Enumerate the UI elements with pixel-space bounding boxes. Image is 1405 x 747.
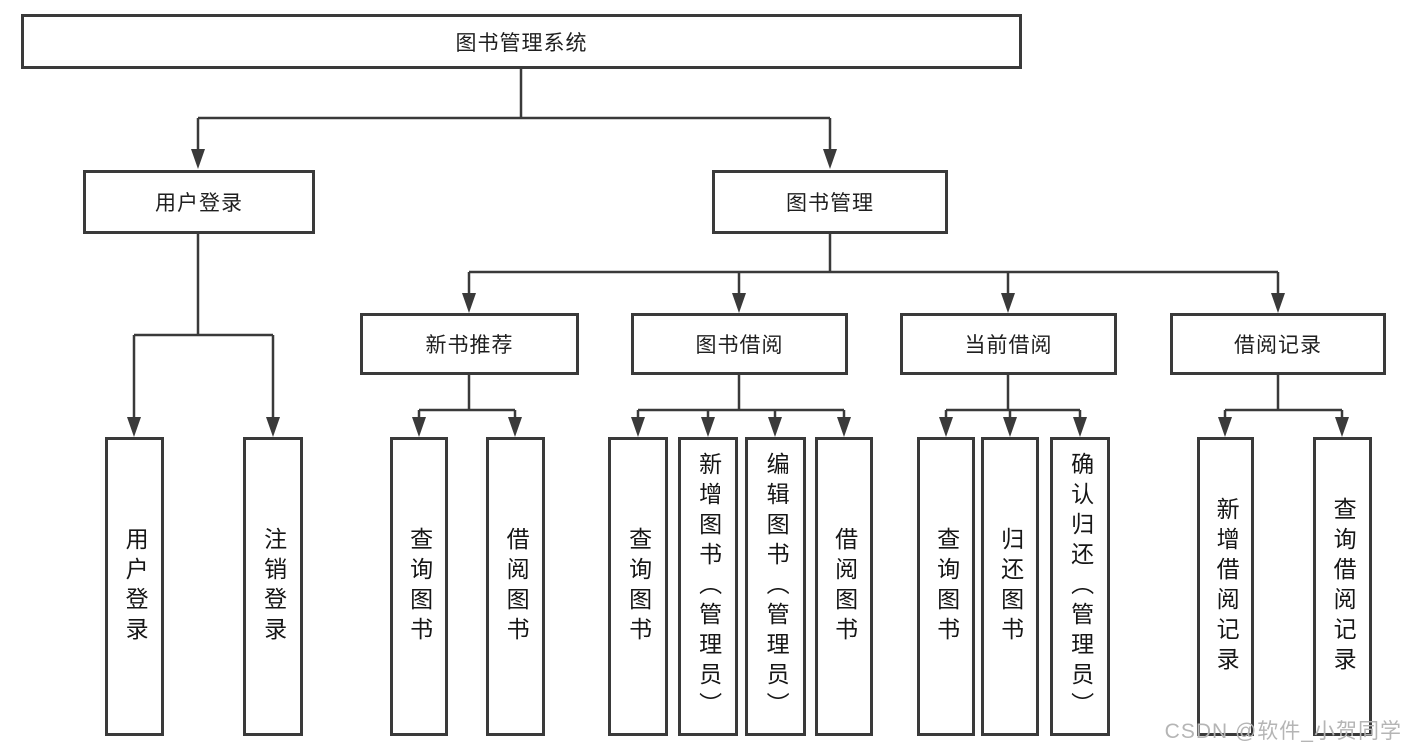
- arrow-icon: [1335, 417, 1349, 437]
- connector-bookborrow-leaves: [636, 375, 846, 421]
- arrow-icon: [939, 417, 953, 437]
- connector-newbook-leaves: [417, 375, 517, 421]
- leaf-edit-books-admin-label: 编辑图书（管理员）: [763, 451, 790, 722]
- leaf-query-borrow-record: 查询借阅记录: [1313, 437, 1372, 736]
- arrow-icon: [1003, 417, 1017, 437]
- connector-bookmgmt-level3: [467, 234, 1280, 296]
- leaf-query-books-borrow: 查询图书: [608, 437, 668, 736]
- connector-userlogin-leaves: [132, 234, 275, 420]
- node-new-book-recommend: 新书推荐: [360, 313, 579, 375]
- leaf-add-borrow-record: 新增借阅记录: [1197, 437, 1254, 736]
- node-current-borrow-label: 当前借阅: [964, 334, 1053, 357]
- arrow-icon: [1271, 293, 1285, 313]
- node-new-book-recommend-label: 新书推荐: [425, 334, 514, 357]
- node-book-management: 图书管理: [712, 170, 948, 234]
- watermark-text: CSDN @软件_小贺同学: [1164, 720, 1402, 743]
- connector-root-level2: [196, 69, 832, 152]
- arrow-icon: [768, 417, 782, 437]
- node-current-borrow: 当前借阅: [900, 313, 1117, 375]
- leaf-edit-books-admin: 编辑图书（管理员）: [745, 437, 806, 736]
- arrow-icon: [1073, 417, 1087, 437]
- leaf-borrow-books-label: 借阅图书: [831, 526, 858, 647]
- leaf-borrow-books: 借阅图书: [815, 437, 873, 736]
- node-book-borrow-label: 图书借阅: [695, 334, 784, 357]
- arrow-icon: [508, 417, 522, 437]
- leaf-add-books-admin-label: 新增图书（管理员）: [695, 451, 722, 722]
- leaf-confirm-return-admin-label: 确认归还（管理员）: [1067, 451, 1094, 722]
- leaf-user-login: 用户登录: [105, 437, 164, 736]
- arrow-icon: [412, 417, 426, 437]
- leaf-return-books: 归还图书: [981, 437, 1039, 736]
- connector-borrowrecords-leaves: [1223, 375, 1344, 421]
- node-root-label: 图书管理系统: [455, 31, 588, 55]
- leaf-query-books-recommend-label: 查询图书: [406, 526, 433, 647]
- arrow-icon: [127, 417, 141, 437]
- arrow-icon: [823, 149, 837, 169]
- leaf-query-books-current-label: 查询图书: [933, 526, 960, 647]
- leaf-add-borrow-record-label: 新增借阅记录: [1213, 496, 1240, 677]
- leaf-user-login-label: 用户登录: [122, 526, 149, 647]
- leaf-add-books-admin: 新增图书（管理员）: [678, 437, 738, 736]
- arrow-icon: [631, 417, 645, 437]
- arrow-icon: [462, 293, 476, 313]
- node-user-login-label: 用户登录: [155, 192, 243, 215]
- leaf-query-books-current: 查询图书: [917, 437, 975, 736]
- arrow-icon: [266, 417, 280, 437]
- node-book-borrow: 图书借阅: [631, 313, 848, 375]
- node-borrow-records: 借阅记录: [1170, 313, 1386, 375]
- node-user-login: 用户登录: [83, 170, 315, 234]
- leaf-confirm-return-admin: 确认归还（管理员）: [1050, 437, 1110, 736]
- node-root-system: 图书管理系统: [21, 14, 1022, 69]
- node-book-management-label: 图书管理: [786, 192, 874, 215]
- leaf-borrow-books-recommend: 借阅图书: [486, 437, 545, 736]
- arrow-icon: [837, 417, 851, 437]
- leaf-borrow-books-recommend-label: 借阅图书: [503, 526, 530, 647]
- arrow-icon: [732, 293, 746, 313]
- leaf-query-books-recommend: 查询图书: [390, 437, 448, 736]
- leaf-query-books-borrow-label: 查询图书: [625, 526, 652, 647]
- connector-currentborrow-leaves: [944, 375, 1082, 421]
- leaf-query-borrow-record-label: 查询借阅记录: [1330, 496, 1357, 677]
- leaf-logout-label: 注销登录: [260, 526, 287, 647]
- arrow-icon: [1218, 417, 1232, 437]
- arrow-icon: [1001, 293, 1015, 313]
- arrow-icon: [191, 149, 205, 169]
- arrow-icon: [701, 417, 715, 437]
- node-borrow-records-label: 借阅记录: [1234, 334, 1322, 357]
- leaf-return-books-label: 归还图书: [997, 526, 1024, 647]
- leaf-logout: 注销登录: [243, 437, 303, 736]
